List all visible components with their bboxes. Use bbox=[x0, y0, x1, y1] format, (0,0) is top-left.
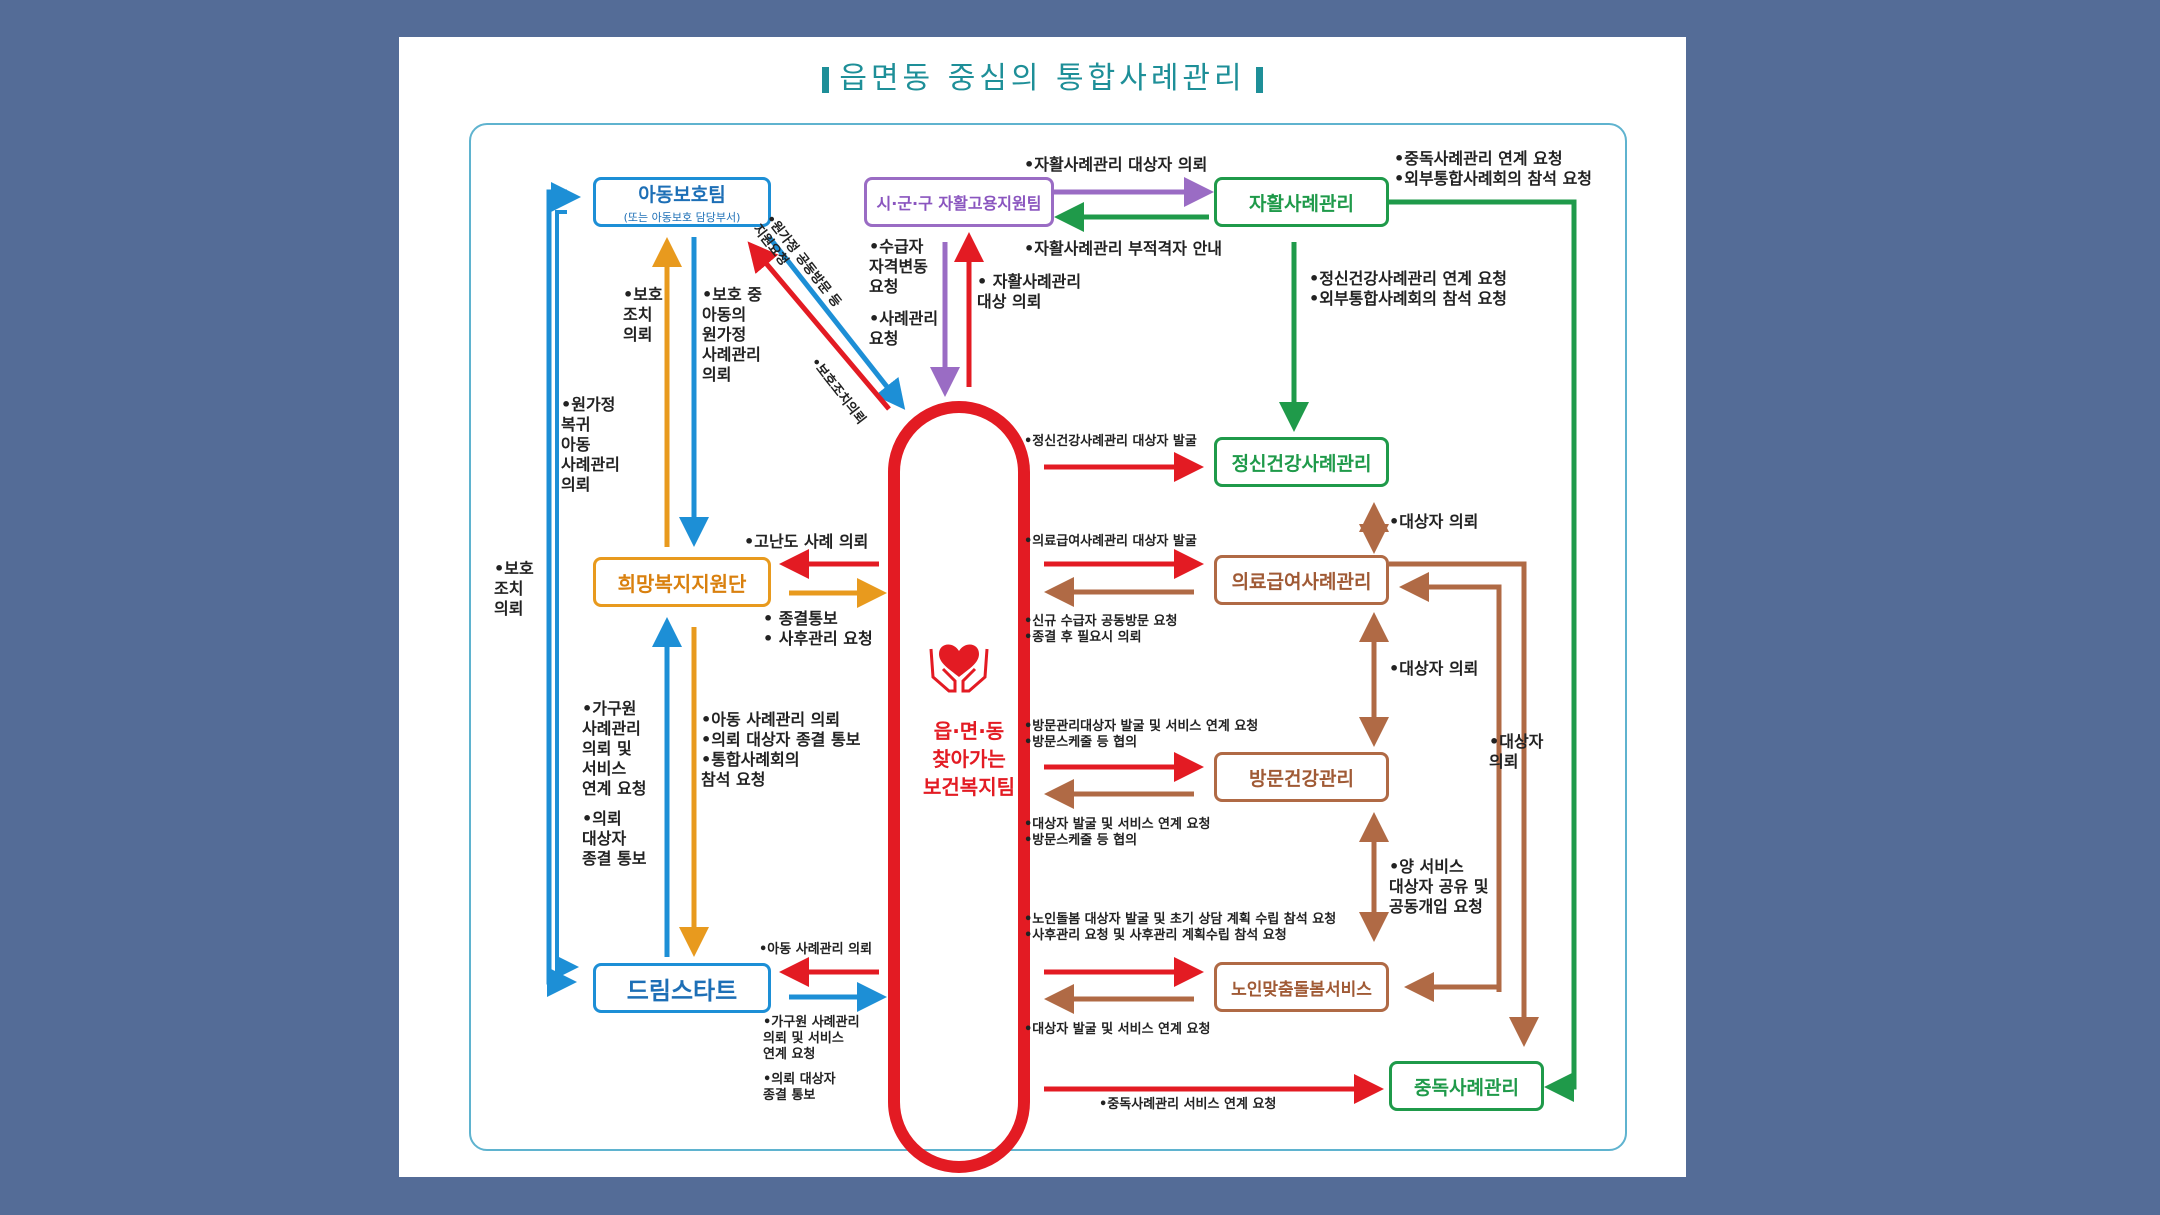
box-child-protection-team: 아동보호팀 (또는 아동보호 담당부서) bbox=[593, 177, 771, 227]
label-mental-link: •정신건강사례관리 연계 요청 •외부통합사례회의 참석 요청 bbox=[1309, 269, 1508, 308]
center-line-3: 보건복지팀 bbox=[923, 775, 1015, 799]
title-text: 읍면동 중심의 통합사례관리 bbox=[839, 61, 1246, 96]
arrow-center-to-child bbox=[747, 241, 891, 411]
label-medical-find: •의료급여사례관리 대상자 발굴 bbox=[1024, 534, 1197, 549]
label-visit-find: •방문관리대상자 발굴 및 서비스 연계 요청 •방문스케줄 등 협의 bbox=[1024, 719, 1259, 750]
title-bar-right bbox=[1255, 67, 1263, 93]
elderly-care-label: 노인맞춤돌봄서비스 bbox=[1231, 979, 1372, 1000]
visit-health-label: 방문건강관리 bbox=[1249, 767, 1354, 790]
box-mental-health-case: 정신건강사례관리 bbox=[1214, 437, 1389, 487]
label-family-end: •의뢰 대상자 종결 통보 bbox=[582, 809, 647, 868]
box-hope-welfare-center: 희망복지지원단 bbox=[593, 557, 771, 607]
city-team-label: 시·군·구 자활고용지원팀 bbox=[876, 194, 1042, 213]
label-medical-new: •신규 수급자 공동방문 요청 •종결 후 필요시 의뢰 bbox=[1024, 614, 1178, 645]
label-self-refer: •자활사례관리 대상자 의뢰 bbox=[1024, 155, 1208, 174]
label-return-home: •원가정 복귀 아동 사례관리 의뢰 bbox=[561, 395, 620, 494]
box-dream-start: 드림스타트 bbox=[593, 963, 771, 1013]
label-difficult-case: •고난도 사례 의뢰 bbox=[744, 532, 869, 551]
mental-health-label: 정신건강사례관리 bbox=[1231, 452, 1372, 475]
label-target-refer-3: •대상자 의뢰 bbox=[1489, 732, 1544, 771]
addiction-label: 중독사례관리 bbox=[1414, 1076, 1519, 1099]
label-addiction-service: •중독사례관리 서비스 연계 요청 bbox=[1099, 1097, 1277, 1112]
box-self-support-case: 자활사례관리 bbox=[1214, 177, 1389, 227]
arrow-self-to-addiction bbox=[1389, 199, 1577, 1102]
box-visit-health: 방문건강관리 bbox=[1214, 752, 1389, 802]
diagram-frame bbox=[469, 123, 1627, 1151]
label-target-refer-2: •대상자 의뢰 bbox=[1389, 659, 1479, 678]
box-elderly-care: 노인맞춤돌봄서비스 bbox=[1214, 962, 1389, 1012]
label-dream-end: •의뢰 대상자 종결 통보 bbox=[763, 1072, 836, 1103]
center-line-1: 읍·면·동 bbox=[933, 719, 1005, 743]
label-case-request: •사례관리 요청 bbox=[869, 309, 939, 348]
label-protect-request: •보호 조치 의뢰 bbox=[623, 285, 663, 344]
box-medical-aid-case: 의료급여사례관리 bbox=[1214, 555, 1389, 605]
label-outer-protect: •보호 조치 의뢰 bbox=[494, 559, 534, 618]
hope-center-label: 희망복지지원단 bbox=[617, 571, 747, 596]
label-self-ineligible: •자활사례관리 부적격자 안내 bbox=[1024, 239, 1223, 258]
label-end-notice: • 종결통보 • 사후관리 요청 bbox=[763, 609, 873, 648]
label-elderly-find: •노인돌봄 대상자 발굴 및 초기 상담 계획 수립 참석 요청 •사후관리 요… bbox=[1024, 912, 1337, 943]
center-team-label: 읍·면·동 찾아가는 보건복지팀 bbox=[904, 717, 1034, 801]
medical-aid-label: 의료급여사례관리 bbox=[1231, 570, 1372, 593]
center-line-2: 찾아가는 bbox=[932, 747, 1006, 771]
dream-start-label: 드림스타트 bbox=[626, 976, 738, 1005]
center-capsule bbox=[888, 401, 1030, 1173]
heart-hands-icon bbox=[929, 644, 989, 693]
box-addiction-case: 중독사례관리 bbox=[1389, 1061, 1544, 1111]
label-target-refer-1: •대상자 의뢰 bbox=[1389, 512, 1479, 531]
label-protect-child: •보호 중 아동의 원가정 사례관리 의뢰 bbox=[702, 285, 762, 384]
label-dream-child: •아동 사례관리 의뢰 bbox=[759, 942, 873, 957]
self-support-label: 자활사례관리 bbox=[1249, 192, 1354, 215]
child-team-sub-label: (또는 아동보호 담당부서) bbox=[623, 210, 741, 224]
arrow-loop-to-medical bbox=[1399, 572, 1502, 992]
child-team-label: 아동보호팀 bbox=[638, 183, 726, 206]
label-both-services: •양 서비스 대상자 공유 및 공동개입 요청 bbox=[1389, 857, 1489, 916]
inner-blue-loop bbox=[555, 210, 579, 979]
label-addiction-link: •중독사례관리 연계 요청 •외부통합사례회의 참석 요청 bbox=[1394, 149, 1593, 188]
label-child-case: •아동 사례관리 의뢰 •의뢰 대상자 종결 통보 •통합사례회의 참석 요청 bbox=[701, 710, 861, 789]
label-family-case: •가구원 사례관리 의뢰 및 서비스 연계 요청 bbox=[582, 699, 647, 798]
diagram-title: 읍면동 중심의 통합사례관리 bbox=[399, 53, 1686, 97]
arrow-child-to-center bbox=[767, 235, 906, 410]
arrow-layer bbox=[546, 177, 1577, 1173]
title-bar-left bbox=[822, 67, 830, 93]
arrow-medical-to-addiction bbox=[1389, 561, 1539, 1047]
label-dream-family: •가구원 사례관리 의뢰 및 서비스 연계 요청 bbox=[763, 1015, 860, 1062]
box-city-self-support-team: 시·군·구 자활고용지원팀 bbox=[864, 177, 1054, 227]
label-elderly-back: •대상자 발굴 및 서비스 연계 요청 bbox=[1024, 1022, 1211, 1037]
label-beneficiary-change: •수급자 자격변동 요청 bbox=[869, 237, 928, 296]
label-mental-find: •정신건강사례관리 대상자 발굴 bbox=[1024, 434, 1197, 449]
label-self-target: • 자활사례관리 대상 의뢰 bbox=[977, 272, 1082, 311]
diagram-card: 읍면동 중심의 통합사례관리 bbox=[399, 37, 1686, 1177]
label-visit-back: •대상자 발굴 및 서비스 연계 요청 •방문스케줄 등 협의 bbox=[1024, 817, 1211, 848]
